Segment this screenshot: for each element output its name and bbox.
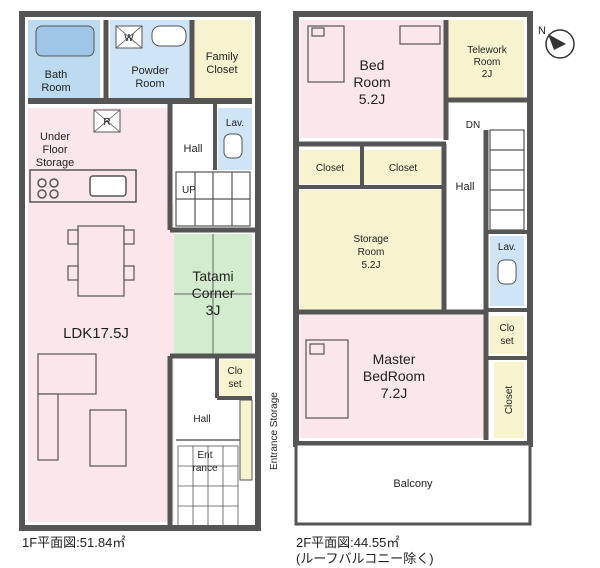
floor-1: Bath Room W Powder Room Family Closet Un… — [19, 11, 280, 531]
label-dn: DN — [466, 120, 480, 131]
label-telework-1: Telework — [467, 45, 507, 56]
dining-table — [67, 225, 135, 297]
label-storage-1: Storage — [353, 234, 388, 245]
label-tatami-3: 3J — [206, 302, 221, 318]
label-closet-small-1: Clo — [499, 323, 514, 334]
label-telework-3: 2J — [482, 69, 493, 80]
floor1-caption: 1F平面図:51.84㎡ — [22, 535, 126, 550]
label-closet-vertical: Closet — [504, 386, 515, 415]
label-powder-line2: Room — [135, 78, 164, 90]
label-storage-3: 5.2J — [362, 260, 381, 271]
telework-room — [448, 20, 524, 98]
label-hall-2f: Hall — [456, 181, 475, 193]
label-family-closet-line1: Family — [206, 51, 239, 63]
label-up: UP — [182, 185, 196, 196]
kitchen-counter — [29, 169, 137, 203]
label-bed-1: Bed — [360, 57, 385, 73]
bed-furniture — [305, 25, 441, 419]
entrance-storage-area — [239, 399, 253, 481]
sofa — [37, 353, 127, 467]
label-hall-upper: Hall — [184, 143, 203, 155]
label-ldk: LDK17.5J — [63, 325, 129, 342]
label-entrance-2: rance — [192, 463, 217, 474]
label-master-1: Master — [373, 351, 416, 367]
balcony — [294, 442, 532, 526]
label-closet-1f-1: Clo — [227, 366, 242, 377]
label-master-2: BedRoom — [363, 368, 425, 384]
closet-small-2f — [490, 316, 524, 354]
label-lav-1f: Lav. — [226, 118, 244, 129]
label-closet-right-2f: Closet — [389, 163, 418, 174]
label-tatami-1: Tatami — [192, 268, 233, 284]
entrance-tiles — [177, 445, 239, 527]
stairs-2f — [489, 129, 525, 231]
storage-room — [300, 190, 442, 310]
label-under-floor-1: Under — [40, 131, 70, 143]
compass-n-label: N — [538, 25, 546, 37]
label-telework-2: Room — [474, 57, 501, 68]
label-storage-2: Room — [358, 247, 385, 258]
label-lav-2f: Lav. — [498, 242, 516, 253]
closet-right-2f — [364, 150, 442, 184]
closet-left-2f — [300, 150, 360, 184]
label-closet-left-2f: Closet — [316, 163, 345, 174]
north-arrow-icon: N — [538, 25, 575, 59]
label-bath-line2: Room — [41, 82, 70, 94]
label-entrance-1: Ent — [197, 450, 212, 461]
label-powder-line1: Powder — [131, 65, 169, 77]
label-balcony: Balcony — [393, 478, 433, 490]
label-closet-1f-2: set — [228, 379, 242, 390]
floor2-caption: 2F平面図:44.55㎡ — [296, 535, 400, 550]
stairs-1f — [175, 171, 251, 227]
closet-1f — [220, 360, 252, 396]
label-family-closet-line2: Closet — [206, 64, 237, 76]
label-tatami-2: Corner — [192, 285, 235, 301]
floor-2: Bed Room 5.2J Telework Room 2J DN Closet… — [293, 11, 533, 526]
closet-vertical-2f — [494, 362, 524, 438]
label-hall-lower: Hall — [193, 414, 210, 425]
label-bed-3: 5.2J — [359, 91, 385, 107]
floor2-caption-note: (ルーフバルコニー除く) — [296, 551, 434, 566]
label-washer: W — [124, 33, 134, 44]
label-bath-line1: Bath — [45, 69, 68, 81]
label-entrance-storage: Entrance Storage — [269, 392, 280, 470]
label-bed-2: Room — [353, 74, 390, 90]
family-closet — [192, 20, 252, 98]
label-under-floor-2: Floor — [42, 144, 67, 156]
label-closet-small-2: set — [500, 336, 514, 347]
label-master-3: 7.2J — [381, 385, 407, 401]
label-under-floor-3: Storage — [36, 157, 75, 169]
label-r-mark: R — [103, 117, 110, 128]
